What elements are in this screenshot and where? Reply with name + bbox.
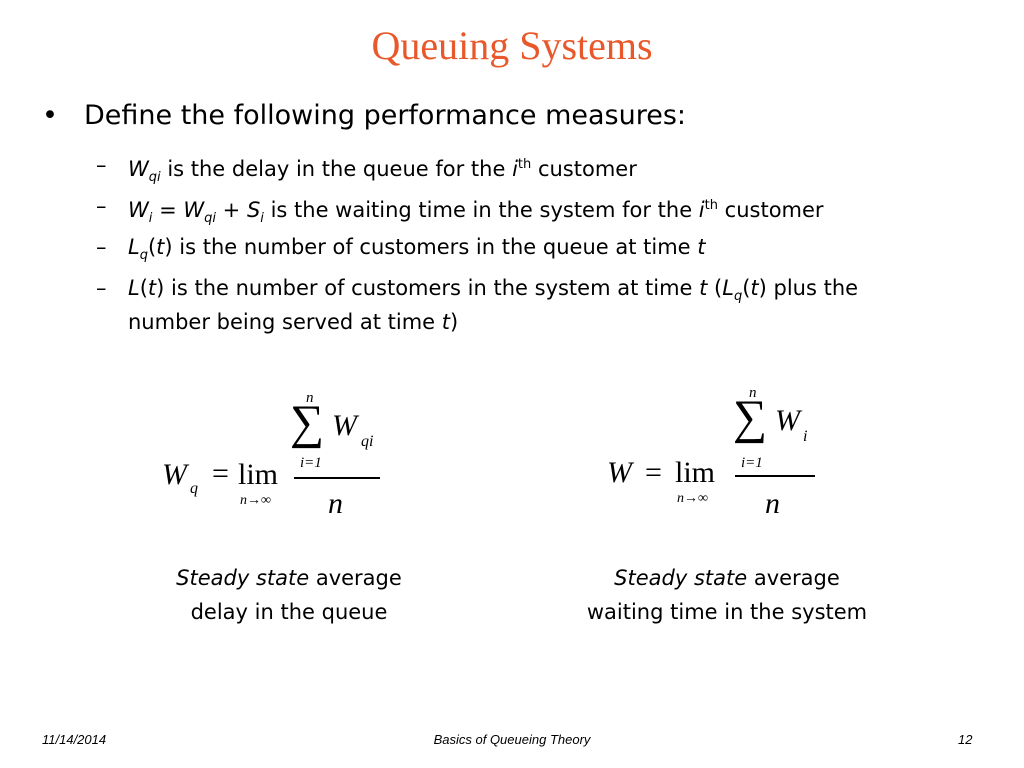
caption-left: Steady state average delay in the queue (176, 566, 402, 624)
fraction-bar (735, 475, 815, 477)
bullet-item: • Define the following performance measur… (42, 100, 686, 131)
footer-title: Basics of Queueing Theory (433, 732, 591, 747)
slide-number: 12 (958, 732, 973, 747)
footer-date: 11/14/2014 (42, 732, 107, 747)
dash-icon: – (96, 235, 107, 259)
fraction-bar (294, 477, 380, 479)
sub-item-text: Lq(t) is the number of customers in the … (128, 235, 706, 264)
bullet-text: Define the following performance measure… (84, 100, 686, 131)
sub-item-text: Wi = Wqi + Si is the waiting time in the… (128, 198, 824, 227)
sub-item-text-line2: number being served at time t) (128, 310, 459, 334)
caption-right: Steady state average waiting time in the… (586, 566, 868, 624)
slide-title: Queuing Systems (371, 23, 653, 68)
dash-icon: – (96, 153, 107, 177)
sub-item-text: L(t) is the number of customers in the s… (128, 276, 859, 305)
bullet-dot: • (42, 100, 58, 131)
formula-left: W q = lim n→∞ n ∑ W qi i=1 n (160, 385, 400, 525)
dash-icon: – (96, 276, 107, 300)
formula-right: W = lim n→∞ n ∑ W i i=1 n (605, 385, 845, 525)
sub-item-text: Wqi is the delay in the queue for the it… (128, 157, 637, 186)
dash-icon: – (96, 194, 107, 218)
